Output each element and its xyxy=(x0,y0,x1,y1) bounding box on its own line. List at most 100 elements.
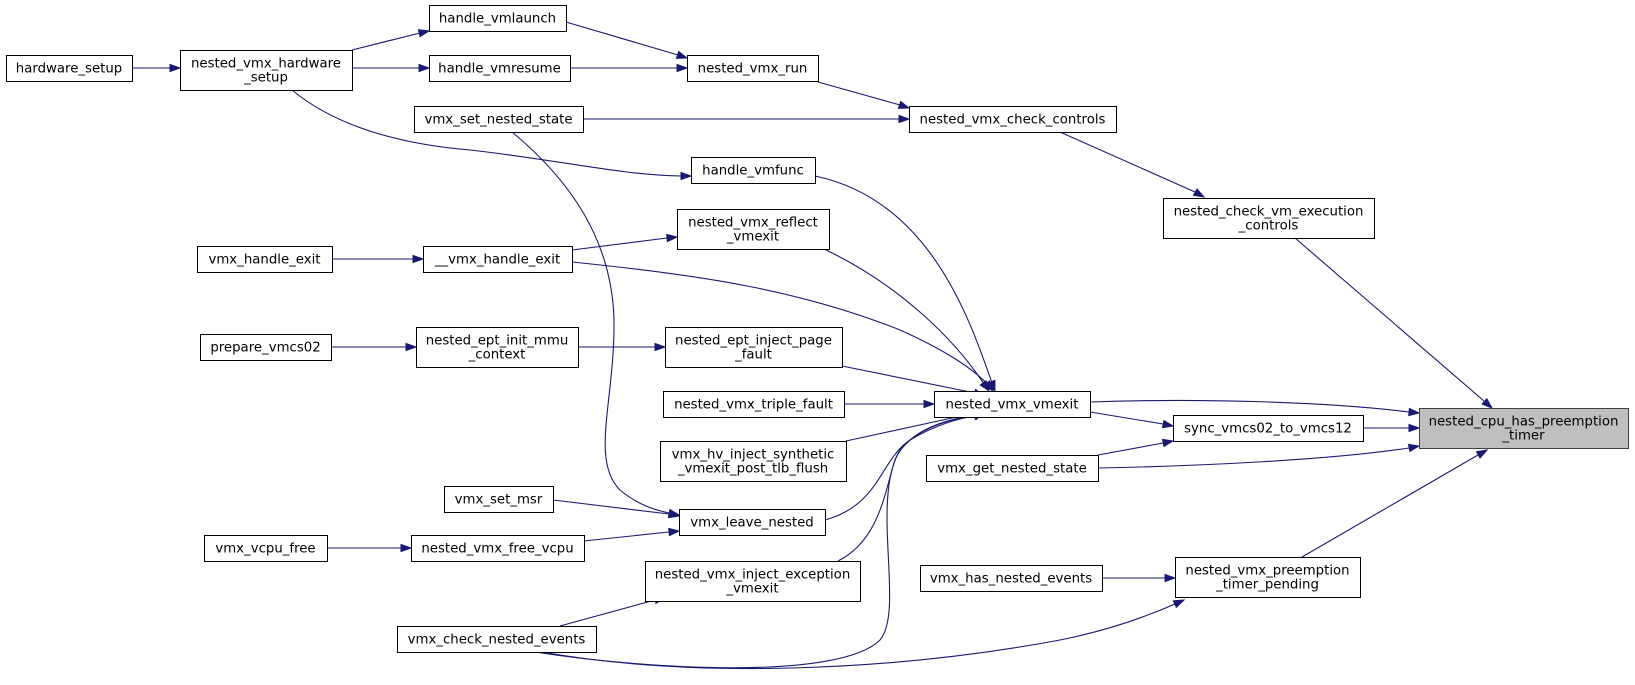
node-label: vmx_set_nested_state xyxy=(424,113,572,128)
node-label: _fault xyxy=(734,348,772,363)
edge-nested-check-vm-execution-controls-to-nested-cpu-has-preemption-timer xyxy=(1294,237,1494,409)
edge-nested-ept-init-mmu-context-to-nested-ept-inject-page-fault xyxy=(578,342,667,352)
node-label: nested_ept_init_mmu xyxy=(426,334,569,349)
node-vmx-get-nested-state[interactable]: vmx_get_nested_state xyxy=(926,455,1099,482)
node-vmx-leave-nested[interactable]: vmx_leave_nested xyxy=(679,509,826,536)
node-label: _setup xyxy=(243,71,288,86)
node-vmx-set-nested-state[interactable]: vmx_set_nested_state xyxy=(414,106,584,133)
node-label: nested_vmx_preemption xyxy=(1185,564,1349,579)
node-hardware-setup[interactable]: hardware_setup xyxy=(6,55,133,82)
node-label: vmx_vcpu_free xyxy=(215,542,315,557)
edge-vmx-get-nested-state-to-nested-cpu-has-preemption-timer xyxy=(1097,443,1421,469)
node-label: nested_vmx_triple_fault xyxy=(674,398,833,413)
node-box xyxy=(645,561,861,602)
node-label: _controls xyxy=(1238,219,1299,234)
edge-sync-vmcs02-to-vmcs12-to-nested-cpu-has-preemption-timer xyxy=(1363,423,1421,433)
edge-nested-vmx-inject-exception-vmexit-to-nested-vmx-vmexit xyxy=(837,412,986,562)
node-box xyxy=(687,55,819,82)
node-box xyxy=(204,535,328,562)
edge-vmx-get-nested-state-to-sync-vmcs02-to-vmcs12 xyxy=(1097,438,1175,456)
node-label: nested_check_vm_execution xyxy=(1174,205,1364,220)
edge-nested-vmx-check-controls-to-nested-check-vm-execution-controls xyxy=(1059,131,1206,198)
node-nested-vmx-run[interactable]: nested_vmx_run xyxy=(687,55,819,82)
node-label: nested_vmx_vmexit xyxy=(946,398,1079,413)
node-box xyxy=(397,626,597,653)
node-box xyxy=(909,106,1117,133)
node-handle-vmfunc[interactable]: handle_vmfunc xyxy=(691,157,816,184)
edge-nested-vmx-hardware-setup-to-handle-vmlaunch xyxy=(351,29,431,51)
node-label: _context xyxy=(468,348,526,363)
node-nested-vmx-inject-exception-vmexit[interactable]: nested_vmx_inject_exception_vmexit xyxy=(645,561,861,602)
node-vmx-vcpu-free[interactable]: vmx_vcpu_free xyxy=(204,535,328,562)
edge-handle-vmlaunch-to-nested-vmx-run xyxy=(565,21,689,59)
node-nested-cpu-has-preemption-timer[interactable]: nested_cpu_has_preemption_timer xyxy=(1419,408,1629,449)
node-label: nested_ept_inject_page xyxy=(675,334,832,349)
node-box xyxy=(1163,198,1375,239)
node-label: sync_vmcs02_to_vmcs12 xyxy=(1184,422,1352,437)
node-handle-vmresume[interactable]: handle_vmresume xyxy=(429,55,571,82)
node-nested-ept-init-mmu-context[interactable]: nested_ept_init_mmu_context xyxy=(416,327,579,368)
edge-nested-vmx-triple-fault-to-nested-vmx-vmexit xyxy=(844,399,936,409)
node-sync-vmcs02-to-vmcs12[interactable]: sync_vmcs02_to_vmcs12 xyxy=(1173,415,1364,442)
node-label: nested_vmx_run xyxy=(698,62,808,77)
node-label: prepare_vmcs02 xyxy=(210,341,320,356)
node-box xyxy=(1175,557,1361,598)
node-label: nested_vmx_reflect xyxy=(688,216,818,231)
node-nested-vmx-preemption-timer-pending[interactable]: nested_vmx_preemption_timer_pending xyxy=(1175,557,1361,598)
node-label: _vmexit xyxy=(725,582,778,597)
node-vmx-handle-exit[interactable]: __vmx_handle_exit xyxy=(423,246,573,273)
node-label: __vmx_handle_exit xyxy=(434,253,560,268)
edge-vmx-set-nested-state-to-nested-vmx-check-controls xyxy=(583,114,911,124)
node-nested-vmx-vmexit[interactable]: nested_vmx_vmexit xyxy=(934,391,1091,418)
node-label: vmx_get_nested_state xyxy=(937,462,1087,477)
node-box xyxy=(679,509,826,536)
node-label: vmx_handle_exit xyxy=(208,253,320,268)
node-handle-vmlaunch[interactable]: handle_vmlaunch xyxy=(429,5,567,32)
node-nested-check-vm-execution-controls[interactable]: nested_check_vm_execution_controls xyxy=(1163,198,1375,239)
node-nested-vmx-reflect-vmexit[interactable]: nested_vmx_reflect_vmexit xyxy=(677,209,830,250)
node-nested-vmx-check-controls[interactable]: nested_vmx_check_controls xyxy=(909,106,1117,133)
node-box xyxy=(6,55,133,82)
node-label: hardware_setup xyxy=(16,62,122,77)
node-nested-vmx-triple-fault[interactable]: nested_vmx_triple_fault xyxy=(663,391,845,418)
node-label: vmx_check_nested_events xyxy=(408,633,586,648)
node-box xyxy=(444,486,554,513)
node-label: nested_cpu_has_preemption xyxy=(1429,415,1619,430)
edge-nested-vmx-free-vcpu-to-vmx-leave-nested xyxy=(583,527,681,542)
node-vmx-hv-inject-synthetic-vmexit-post-tlb-flush[interactable]: vmx_hv_inject_synthetic_vmexit_post_tlb_… xyxy=(660,441,847,482)
node-box xyxy=(665,327,843,368)
node-box xyxy=(934,391,1091,418)
node-label: handle_vmlaunch xyxy=(439,12,556,27)
node-box xyxy=(1173,415,1364,442)
node-box xyxy=(180,50,353,91)
node-box xyxy=(197,246,333,273)
node-box xyxy=(926,455,1099,482)
node-box xyxy=(414,106,584,133)
edge-nested-vmx-reflect-vmexit-to-nested-vmx-vmexit xyxy=(823,248,990,393)
node-vmx-check-nested-events[interactable]: vmx_check_nested_events xyxy=(397,626,597,653)
node-box xyxy=(691,157,816,184)
node-label: nested_vmx_inject_exception xyxy=(655,568,851,583)
node-label: _timer_pending xyxy=(1215,578,1319,593)
node-nested-vmx-hardware-setup[interactable]: nested_vmx_hardware_setup xyxy=(180,50,353,91)
node-box xyxy=(429,55,571,82)
node-box xyxy=(663,391,845,418)
node-nested-ept-inject-page-fault[interactable]: nested_ept_inject_page_fault xyxy=(665,327,843,368)
node-box xyxy=(411,535,585,562)
node-vmx-has-nested-events[interactable]: vmx_has_nested_events xyxy=(920,565,1103,592)
node-vmx-set-msr[interactable]: vmx_set_msr xyxy=(444,486,554,513)
edge-handle-vmresume-to-nested-vmx-run xyxy=(570,63,689,73)
edge-vmx-check-nested-events-to-nested-vmx-preemption-timer-pending xyxy=(541,599,1186,670)
node-label: vmx_hv_inject_synthetic xyxy=(672,448,835,463)
node-box xyxy=(416,327,579,368)
node-prepare-vmcs02[interactable]: prepare_vmcs02 xyxy=(200,334,332,361)
node-box xyxy=(920,565,1103,592)
edge-vmx-handle-exit-to-vmx-handle-exit xyxy=(332,254,425,264)
node-box xyxy=(429,5,567,32)
node-label: nested_vmx_check_controls xyxy=(920,113,1106,128)
node-vmx-handle-exit[interactable]: vmx_handle_exit xyxy=(197,246,333,273)
node-nested-vmx-free-vcpu[interactable]: nested_vmx_free_vcpu xyxy=(411,535,585,562)
edge-nested-vmx-hardware-setup-to-handle-vmresume xyxy=(352,63,431,73)
